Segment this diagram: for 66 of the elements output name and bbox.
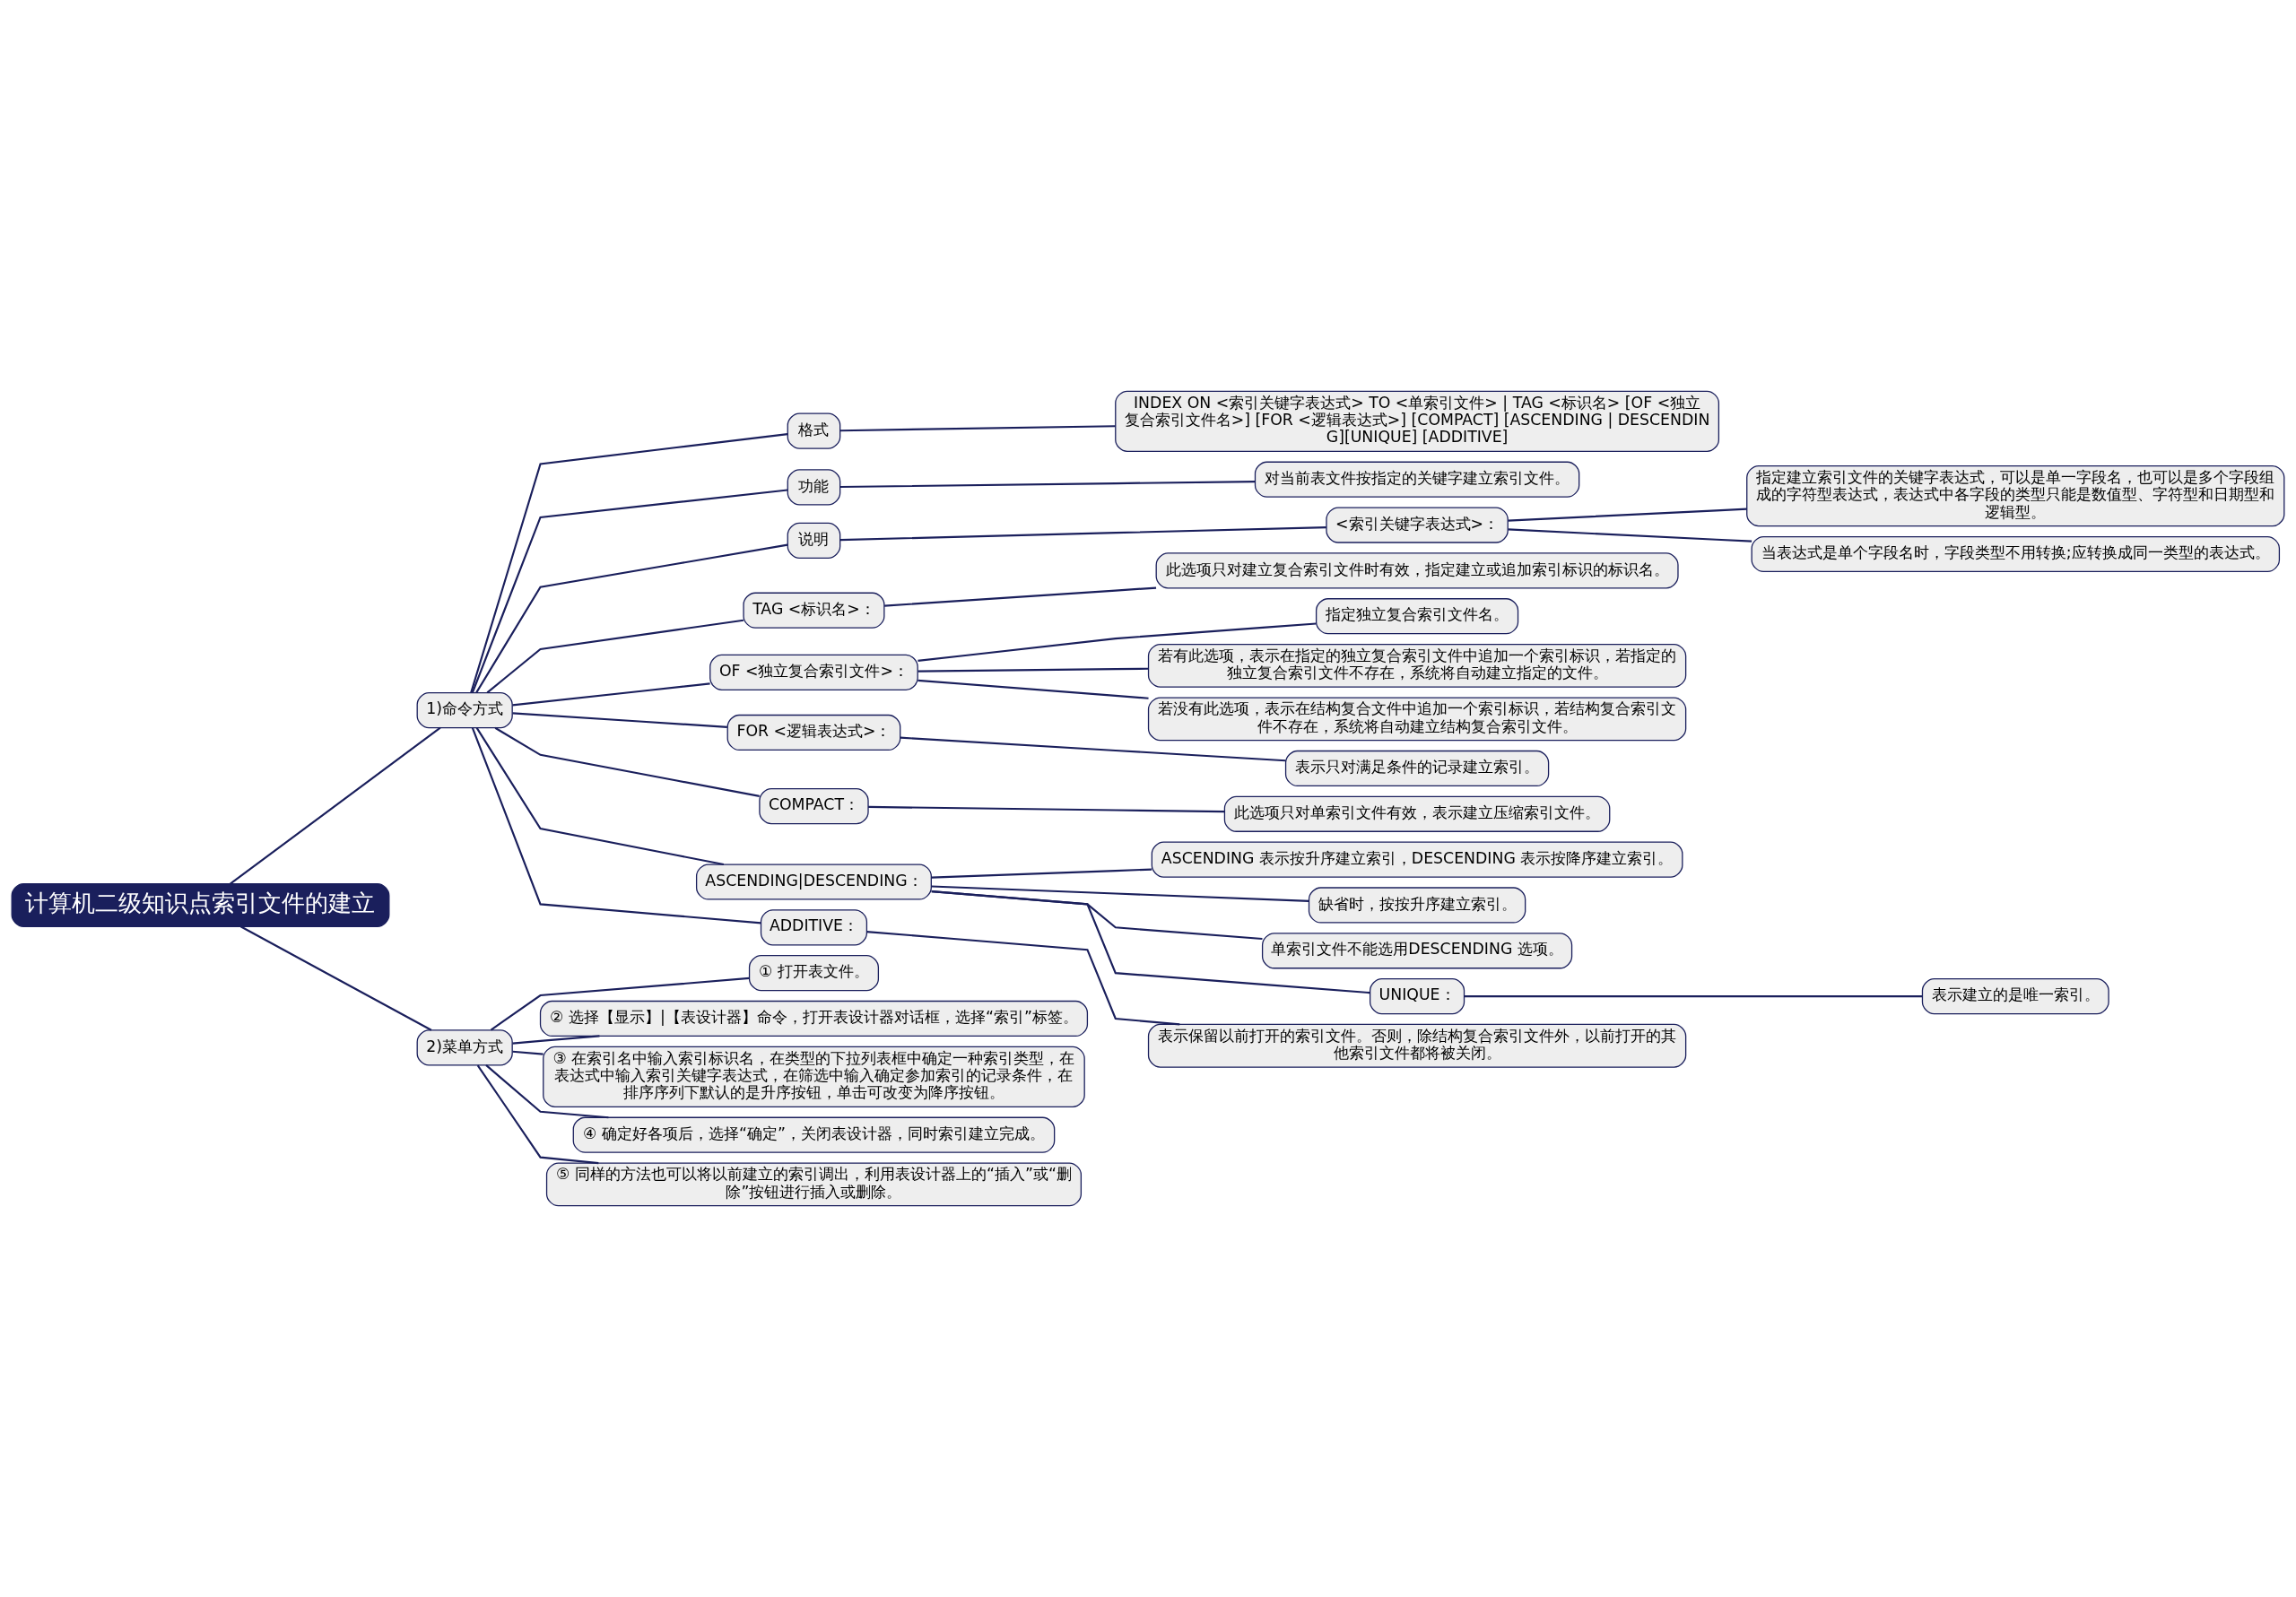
connector [471,489,788,693]
connector [512,1050,544,1055]
connector [239,925,432,1031]
node-box: 说明 [787,522,841,559]
node-box: ASCENDING 表示按升序建立索引，DESCENDING 表示按降序建立索引。 [1151,841,1683,878]
connector [470,433,788,693]
node-box: <索引关键字表达式>： [1326,507,1509,543]
connector [918,667,1149,673]
connector [512,1035,600,1045]
connector [476,1064,599,1165]
connector [485,1064,609,1119]
connector [1508,508,1747,522]
node-box: 指定独立复合索引文件名。 [1315,598,1519,635]
node-box: 缺省时，按按升序建立索引。 [1308,887,1526,924]
connector [494,726,760,797]
node-box: 对当前表文件按指定的关键字建立索引文件。 [1254,461,1580,498]
connector [512,712,727,728]
node-box: 计算机二级知识点索引文件的建立 [11,883,390,927]
connector [475,543,788,693]
connector [230,726,441,885]
connector [918,622,1317,663]
node-box: 当表达式是单个字段名时，字段类型不用转换;应转换成同一类型的表达式。 [1751,535,2281,573]
node-box: ④ 确定好各项后，选择“确定”，关闭表设计器，同时索引建立完成。 [572,1116,1056,1153]
node-box: 格式 [787,412,841,449]
node-box: 若有此选项，表示在指定的独立复合索引文件中追加一个索引标识，若指定的独立复合索引文件不存在，系统将自动建立指定的文件。 [1147,643,1687,688]
connector [931,868,1152,879]
connector [931,890,1370,994]
connector [475,727,725,866]
connector [839,425,1116,432]
connector [471,727,761,924]
connector [490,976,750,1031]
node-box: 表示保留以前打开的索引文件。否则，除结构复合索引文件外，以前打开的其他索引文件都将被关闭。 [1147,1023,1687,1068]
node-box: UNIQUE： [1370,978,1465,1015]
connector [839,526,1326,542]
node-box: 表示建立的是唯一索引。 [1921,978,2109,1015]
connector [1464,995,1923,998]
node-box: 2)菜单方式 [416,1029,513,1066]
connector [884,586,1157,607]
connector [931,885,1309,902]
node-box: FOR <逻辑表达式>： [726,714,901,751]
node-box: ③ 在索引名中输入索引标识名，在类型的下拉列表框中确定一种索引类型，在表达式中输入索引关键字表达式，在筛选中输入确定参加索引的记录条件，在排序序列下默认的是升序按钮，单击可改变为降序按钮。 [543,1046,1085,1108]
node-box: 此选项只对建立复合索引文件时有效，指定建立或追加索引标识的标识名。 [1155,552,1679,589]
node-box: 此选项只对单索引文件有效，表示建立压缩索引文件。 [1223,795,1611,832]
connector [1508,528,1752,542]
connector [486,619,744,694]
connector [839,480,1256,489]
node-box: COMPACT： [759,788,869,825]
node-box: ⑤ 同样的方法也可以将以前建立的索引调出，利用表设计器上的“插入”或“删除”按钮进行插入或删除。 [545,1162,1083,1207]
connector [512,682,710,707]
connector [900,736,1286,762]
node-box: 1)命令方式 [416,692,513,729]
node-box: 若没有此选项，表示在结构复合文件中追加一个索引标识，若结构复合索引文件不存在，系统将自动建立结构复合索引文件。 [1147,697,1687,742]
node-box: ASCENDING|DESCENDING： [695,864,932,900]
node-box: 功能 [787,469,841,506]
node-box: TAG <标识名>： [743,592,885,629]
connector [918,679,1149,699]
node-box: ② 选择【显示】|【表设计器】命令，打开表设计器对话框，选择“索引”标签。 [539,1000,1089,1037]
node-box: INDEX ON <索引关键字表达式> TO <单索引文件> | TAG <标识名> [OF <独立复合索引文件名>] [FOR <逻辑表达式>] [COMPACT] [ASCENDING | DESCENDING][UNIQUE] [ADDITIVE] [1115,390,1720,452]
node-box: 指定建立索引文件的关键字表达式，可以是单一字段名，也可以是多个字段组成的字符型表达式，表达式中各字段的类型只能是数值型、字符型和日期型和逻辑型。 [1746,464,2285,527]
connector [866,931,1180,1026]
node-box: OF <独立复合索引文件>： [709,654,918,691]
node-box: ① 打开表文件。 [748,955,880,992]
node-box: ADDITIVE： [760,909,868,946]
node-box: 表示只对满足条件的记录建立索引。 [1284,750,1550,787]
connector [868,805,1225,813]
node-box: 单索引文件不能选用DESCENDING 选项。 [1261,933,1573,969]
